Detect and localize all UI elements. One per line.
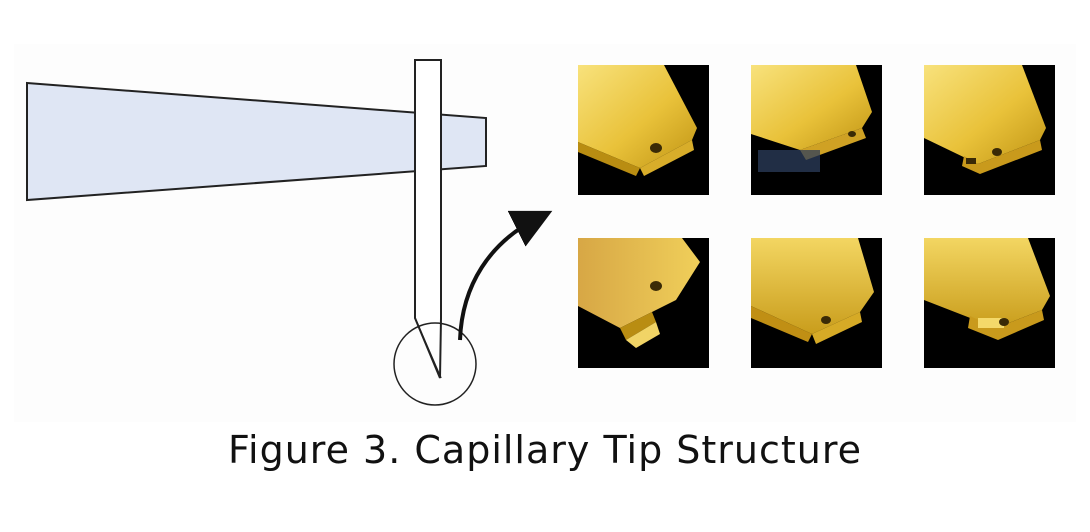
tip-photo-5 [751, 238, 882, 368]
tip-photo-1 [578, 65, 709, 195]
transducer-horn [26, 81, 487, 202]
curved-arrow-icon [458, 210, 553, 341]
detail-circle-icon [393, 322, 477, 406]
capillary-tool [414, 59, 442, 379]
tip-photo-2 [751, 65, 882, 195]
capillary-tip-edge [414, 317, 442, 379]
tip-photo-4 [578, 238, 709, 368]
tip-photo-3 [924, 65, 1055, 195]
figure-caption: Figure 3. Capillary Tip Structure [227, 428, 863, 472]
tip-photo-6 [924, 238, 1055, 368]
